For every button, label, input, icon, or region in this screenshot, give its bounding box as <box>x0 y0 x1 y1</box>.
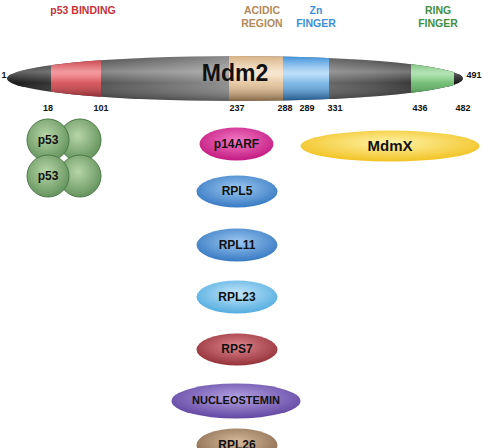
protein-ellipse: RPS7 <box>196 333 278 366</box>
residue-number: 289 <box>295 103 319 114</box>
node-label: p14ARF <box>199 127 274 161</box>
residue-number: 18 <box>36 103 60 114</box>
residue-number: 331 <box>323 103 347 114</box>
residue-number: 436 <box>408 103 432 114</box>
shine-overlay <box>7 56 463 101</box>
tetramer-shape: p53 p53 <box>18 118 114 198</box>
residue-number: 237 <box>225 103 249 114</box>
node-label: p53 <box>28 165 68 187</box>
residue-number: 491 <box>465 70 483 81</box>
protein-body <box>7 56 463 101</box>
residue-number: 288 <box>273 103 297 114</box>
node-label: RPL26 <box>196 428 278 448</box>
domain-label: Zn FINGER <box>291 4 341 30</box>
protein-ellipse: RPL11 <box>196 228 278 262</box>
node-label: RPL5 <box>196 175 278 208</box>
residue-number: 101 <box>89 103 113 114</box>
ellipse-shape <box>200 128 274 161</box>
protein-bar: Mdm2 <box>7 56 463 101</box>
node-label: Mdm2 <box>147 60 323 86</box>
domain-label: p53 BINDING <box>47 4 119 17</box>
subunit-circle <box>27 155 69 197</box>
ellipse-shape <box>197 334 278 366</box>
protein-ellipse: RPL5 <box>196 175 278 208</box>
node-label: NUCLEOSTEMIN <box>171 383 301 419</box>
protein-ellipse: p14ARF <box>199 127 274 161</box>
ellipse-shape <box>172 384 301 419</box>
protein-ellipse: NUCLEOSTEMIN <box>171 383 301 419</box>
ellipse-shape <box>197 229 278 262</box>
protein-ellipse: MdmX <box>300 130 480 162</box>
node-label: RPL11 <box>196 228 278 262</box>
node-label: MdmX <box>300 130 480 162</box>
node-label: p53 <box>28 129 68 151</box>
ellipse-shape <box>197 429 278 448</box>
ellipse-shape <box>301 131 480 162</box>
residue-number: 1 <box>0 70 9 81</box>
node-label: RPL23 <box>196 280 278 314</box>
domain-label: ACIDIC REGION <box>231 4 293 30</box>
ellipse-shape <box>197 176 278 208</box>
residue-number: 482 <box>451 103 475 114</box>
tetramer-shape-outline <box>18 118 114 198</box>
domain-label: RING FINGER <box>413 4 463 30</box>
protein-ellipse: RPL26 <box>196 428 278 448</box>
node-label: RPS7 <box>196 333 278 366</box>
ellipse-shape <box>197 281 278 314</box>
protein-ellipse: RPL23 <box>196 280 278 314</box>
